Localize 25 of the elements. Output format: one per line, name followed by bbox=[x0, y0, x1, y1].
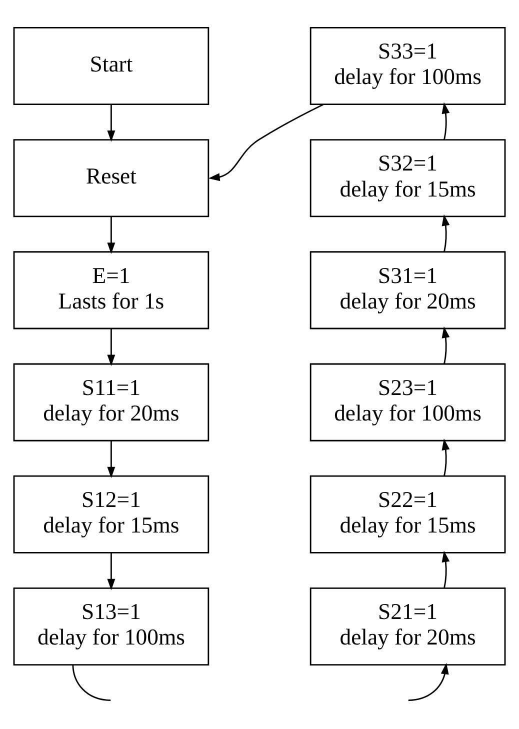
arrow bbox=[408, 662, 449, 701]
arrow bbox=[442, 326, 450, 364]
arrow bbox=[442, 438, 450, 476]
arrow bbox=[107, 328, 116, 366]
node-box: S22=1 delay for 15ms bbox=[310, 475, 506, 554]
arrow bbox=[107, 216, 116, 254]
node-box: S21=1 delay for 20ms bbox=[310, 588, 506, 666]
arrow bbox=[107, 104, 116, 142]
connector bbox=[72, 664, 111, 701]
node-box: S11=1 delay for 20ms bbox=[13, 363, 210, 442]
node-box: S33=1 delay for 100ms bbox=[310, 26, 506, 106]
arrow bbox=[107, 552, 116, 590]
node-box: S23=1 delay for 100ms bbox=[310, 363, 506, 442]
node-box: S31=1 delay for 20ms bbox=[310, 251, 506, 330]
arrow bbox=[442, 214, 450, 252]
node-box: Start bbox=[13, 26, 210, 106]
node-box: S12=1 delay for 15ms bbox=[13, 475, 210, 554]
arrow bbox=[208, 104, 324, 182]
node-box: S32=1 delay for 15ms bbox=[310, 139, 506, 218]
arrow bbox=[442, 102, 450, 140]
node-box: S13=1 delay for 100ms bbox=[13, 588, 210, 666]
node-box: Reset bbox=[13, 139, 210, 218]
arrow bbox=[107, 440, 116, 478]
arrow bbox=[442, 550, 450, 588]
node-box: E=1 Lasts for 1s bbox=[13, 251, 210, 330]
